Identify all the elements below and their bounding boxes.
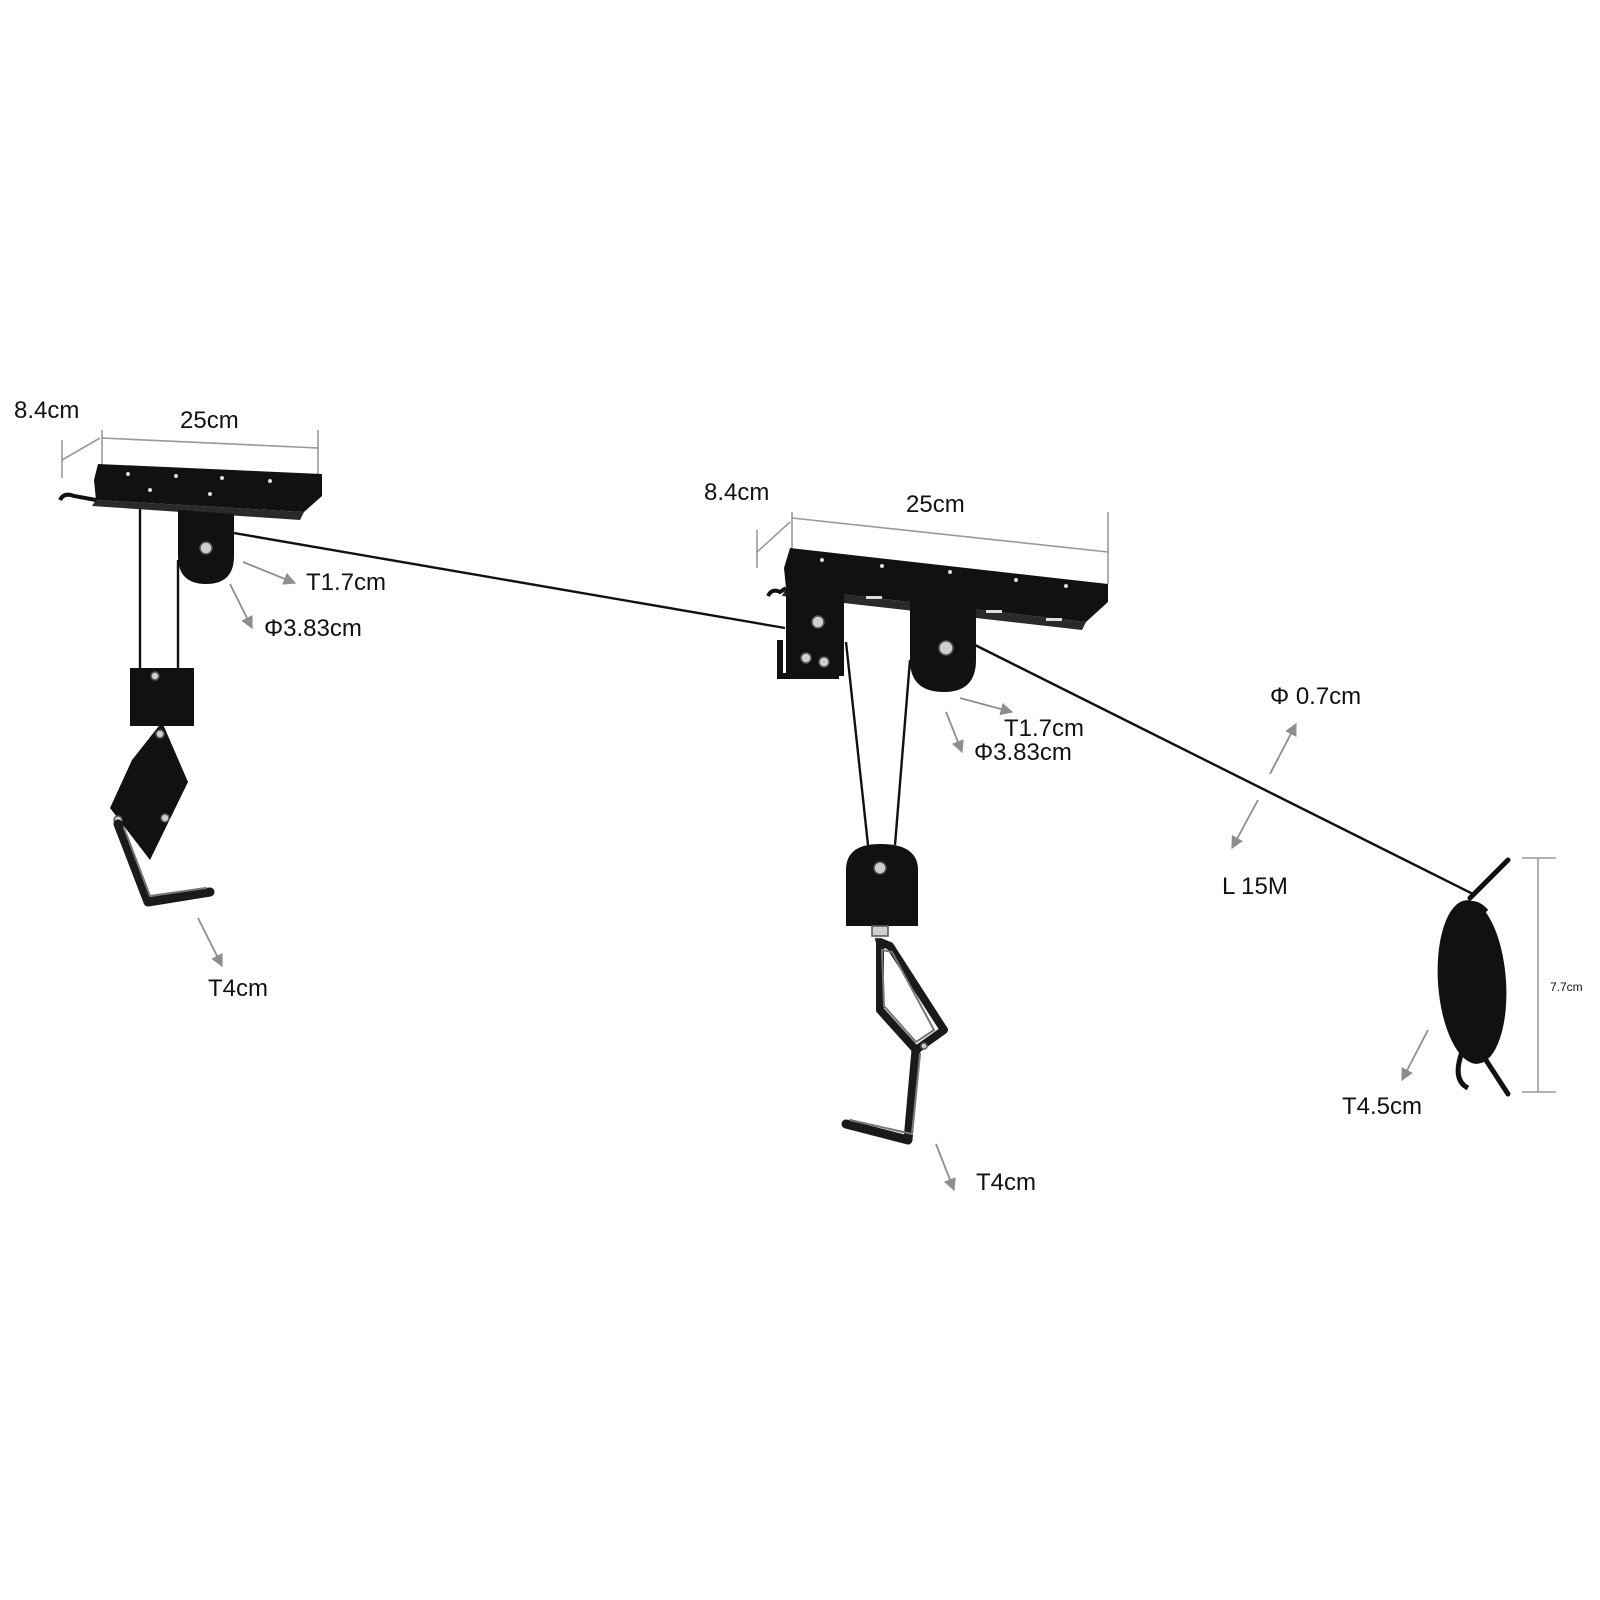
mid-depth-label: 8.4cm: [704, 479, 769, 506]
mid-lower-pulley-block: [846, 844, 918, 926]
cleat-thickness-label: T4.5cm: [1342, 1093, 1422, 1120]
dimension-labels: 8.4cm 25cm T1.7cm Φ3.83cm T4cm 8.4cm 25c…: [14, 397, 1583, 1196]
mid-hook-frame: [876, 938, 948, 1054]
mid-pulley-bolt: [938, 640, 954, 656]
left-pulley-bolt: [199, 541, 213, 555]
mid-depth-dimension-line: [756, 521, 791, 553]
mid-diameter-arrow: [945, 711, 964, 754]
callout-arrows: [197, 561, 1429, 1192]
left-bracket-plate: [94, 464, 322, 512]
left-thickness-arrow: [242, 561, 297, 585]
mid-hook-arm: [841, 1045, 921, 1145]
mid-width-label: 25cm: [906, 491, 965, 518]
rope-length-arrow: [1231, 799, 1259, 850]
rope-mid-drop-b: [893, 659, 912, 846]
rope-diameter-label: Φ 0.7cm: [1270, 683, 1361, 710]
rope-diameter-arrow: [1269, 722, 1297, 775]
rope-lines: [138, 508, 1476, 897]
mid-pulley-thickness-label: T1.7cm: [1004, 715, 1084, 742]
left-width-label: 25cm: [180, 407, 239, 434]
middle-ceiling-bracket: [756, 512, 1109, 1145]
rope-to-cleat: [974, 643, 1476, 897]
left-width-dimension-line: [101, 437, 319, 449]
left-diameter-arrow: [229, 583, 253, 630]
mid-thickness-arrow: [959, 697, 1014, 716]
left-pulley-thickness-label: T1.7cm: [306, 569, 386, 596]
mid-hook-thickness-label: T4cm: [976, 1169, 1036, 1196]
left-hook-arrow: [197, 917, 223, 968]
cleat-body: [1437, 900, 1507, 1064]
rope-between-brackets: [227, 530, 786, 630]
left-hook-body: [110, 722, 188, 860]
mid-hook-arrow: [935, 1143, 956, 1192]
mid-bracket-plate: [784, 548, 1108, 622]
rope-mid-drop-a: [844, 641, 870, 846]
rope-length-label: L 15M: [1222, 873, 1288, 900]
left-hook-arm: [113, 819, 215, 907]
cleat-thickness-arrow: [1401, 1029, 1429, 1082]
left-lower-pulley-block: [130, 668, 194, 726]
left-hook-thickness-label: T4cm: [208, 975, 268, 1002]
rope-cleat: [1437, 857, 1556, 1097]
left-ceiling-bracket: [58, 430, 322, 907]
mid-pulley-diameter-label: Φ3.83cm: [974, 739, 1072, 766]
cleat-height-label: 7.7cm: [1550, 980, 1583, 994]
left-depth-dimension-line: [61, 437, 101, 461]
left-depth-label: 8.4cm: [14, 397, 79, 424]
left-pulley-diameter-label: Φ3.83cm: [264, 615, 362, 642]
mid-width-dimension-line: [791, 517, 1109, 553]
